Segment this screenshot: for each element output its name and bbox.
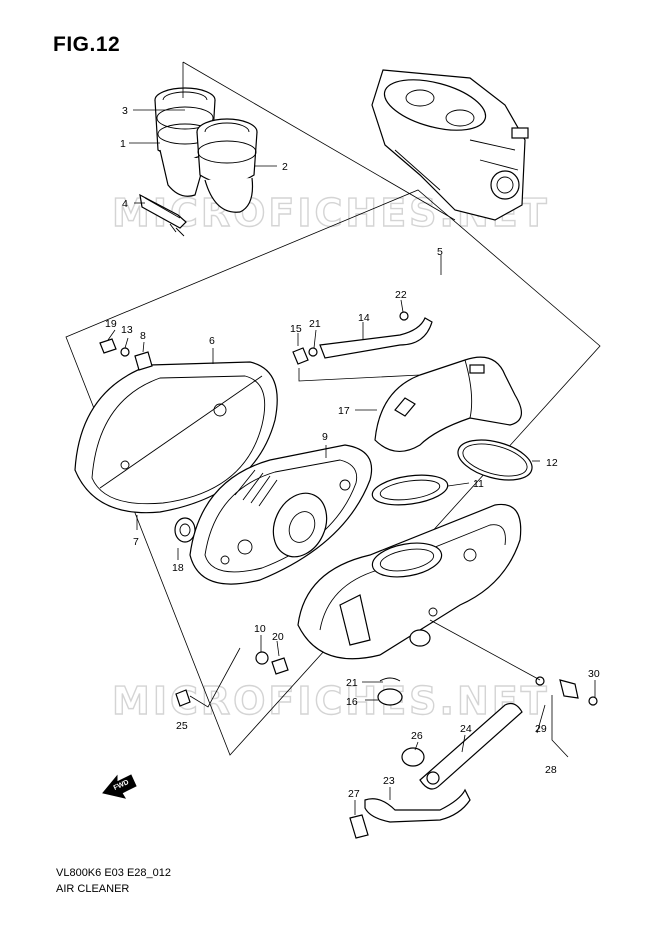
callout-8: 8 bbox=[140, 330, 146, 342]
drain-plug-16 bbox=[377, 688, 403, 706]
figure-title: FIG.12 bbox=[53, 33, 121, 56]
callout-14: 14 bbox=[358, 312, 370, 324]
intake-pipe-assembly bbox=[139, 87, 258, 237]
mounting-brackets bbox=[349, 702, 523, 839]
callout-18: 18 bbox=[172, 562, 184, 574]
callout-2: 2 bbox=[282, 161, 288, 173]
air-cleaner-cover bbox=[74, 361, 278, 514]
assembly-outline bbox=[65, 189, 601, 756]
callout-12: 12 bbox=[546, 457, 558, 469]
callout-25: 25 bbox=[176, 720, 188, 732]
leader-lines bbox=[107, 62, 596, 815]
bolt-27 bbox=[349, 814, 369, 839]
watermark-bottom: MICROFICHES.NET bbox=[112, 679, 550, 723]
callout-24: 24 bbox=[460, 723, 472, 735]
forward-arrow-icon: FWD bbox=[102, 774, 137, 799]
callout-17: 17 bbox=[338, 405, 350, 417]
callout-13: 13 bbox=[121, 324, 133, 336]
callout-15: 15 bbox=[290, 323, 302, 335]
cover-fasteners bbox=[99, 338, 153, 371]
intake-clamp bbox=[139, 193, 187, 229]
callout-10: 10 bbox=[254, 623, 266, 635]
throttle-body bbox=[371, 69, 529, 221]
callout-11: 11 bbox=[473, 478, 484, 490]
figure-caption: AIR CLEANER bbox=[56, 883, 130, 895]
callout-16: 16 bbox=[346, 696, 358, 708]
outlet-duct bbox=[374, 356, 522, 452]
callout-23: 23 bbox=[383, 775, 395, 787]
callout-9: 9 bbox=[322, 431, 328, 443]
seal-12 bbox=[457, 439, 533, 481]
callout-28: 28 bbox=[545, 764, 557, 776]
callout-21-bottom: 21 bbox=[346, 677, 358, 689]
ring-11 bbox=[371, 474, 449, 506]
callout-20: 20 bbox=[272, 631, 284, 643]
callout-21-top: 21 bbox=[309, 318, 321, 330]
grommet-20 bbox=[271, 657, 289, 675]
callout-30: 30 bbox=[588, 668, 600, 680]
grommet-10 bbox=[255, 651, 269, 665]
callout-3: 3 bbox=[122, 105, 128, 117]
intake-pipe-front bbox=[196, 131, 258, 185]
figure-code: VL800K6 E03 E28_012 bbox=[56, 867, 171, 879]
callout-6: 6 bbox=[209, 335, 215, 347]
grommet-26 bbox=[401, 747, 425, 767]
callout-19: 19 bbox=[105, 318, 117, 330]
callout-27: 27 bbox=[348, 788, 360, 800]
grommet-18 bbox=[174, 517, 196, 543]
callout-4: 4 bbox=[122, 198, 128, 210]
throttle-guide-line bbox=[182, 61, 456, 221]
callout-5: 5 bbox=[437, 246, 443, 258]
side-fasteners bbox=[429, 619, 598, 758]
air-cleaner-case bbox=[297, 503, 522, 660]
callout-29: 29 bbox=[535, 723, 547, 735]
breather-hose bbox=[292, 311, 433, 365]
callout-7: 7 bbox=[133, 536, 139, 548]
callout-22: 22 bbox=[395, 289, 407, 301]
callout-labels: 1 2 3 4 5 6 7 8 9 10 11 12 13 14 15 16 1… bbox=[105, 105, 600, 800]
bolt-25 bbox=[175, 689, 191, 707]
air-cleaner-element bbox=[189, 444, 373, 585]
callout-26: 26 bbox=[411, 730, 423, 742]
callout-1: 1 bbox=[120, 138, 126, 150]
